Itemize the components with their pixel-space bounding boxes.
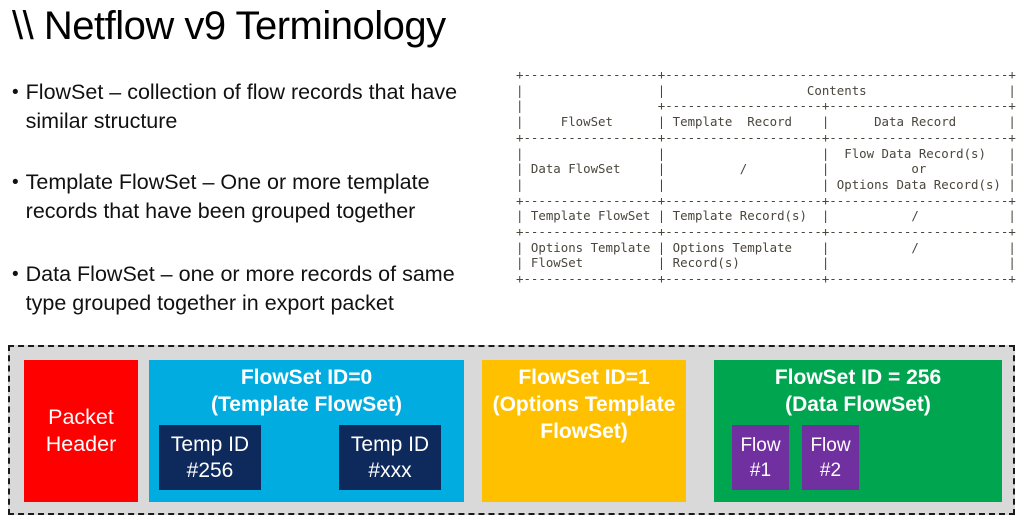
bullet-marker: • <box>12 172 19 193</box>
bullet-flowset: • FlowSet – collection of flow records t… <box>12 78 517 136</box>
data-flowset-box: FlowSet ID = 256 (Data FlowSet) Flow #1 … <box>714 360 1002 502</box>
flow-2-box: Flow #2 <box>802 425 859 490</box>
template-flowset-title: FlowSet ID=0 (Template FlowSet) <box>211 366 402 416</box>
temp-id-xxx-box: Temp ID #xxx <box>339 425 441 490</box>
bullet-text: Data FlowSet – one or more records of sa… <box>25 262 455 315</box>
bullet-marker: • <box>12 264 19 285</box>
bullet-text: Template FlowSet – One or more template … <box>25 170 430 223</box>
packet-header-box: Packet Header <box>24 360 138 502</box>
packet-header-label: Packet Header <box>45 405 117 456</box>
bullet-marker: • <box>12 82 19 103</box>
options-template-flowset-title: FlowSet ID=1 (Options Template FlowSet) <box>492 366 676 443</box>
export-packet-diagram: Packet Header FlowSet ID=0 (Template Flo… <box>8 345 1015 515</box>
bullet-text: FlowSet – collection of flow records tha… <box>25 80 458 133</box>
flow-1-box: Flow #1 <box>732 425 789 490</box>
temp-id-256-box: Temp ID #256 <box>159 425 261 490</box>
data-flowset-title: FlowSet ID = 256 (Data FlowSet) <box>774 366 942 416</box>
page-title: \\ Netflow v9 Terminology <box>12 4 446 48</box>
options-template-flowset-box: FlowSet ID=1 (Options Template FlowSet) <box>482 360 686 502</box>
bullet-data-flowset: • Data FlowSet – one or more records of … <box>12 260 517 318</box>
flowset-contents-ascii-table: +------------------+--------------------… <box>516 67 1016 287</box>
template-flowset-box: FlowSet ID=0 (Template FlowSet) Temp ID … <box>149 360 464 502</box>
bullet-template-flowset: • Template FlowSet – One or more templat… <box>12 168 517 226</box>
